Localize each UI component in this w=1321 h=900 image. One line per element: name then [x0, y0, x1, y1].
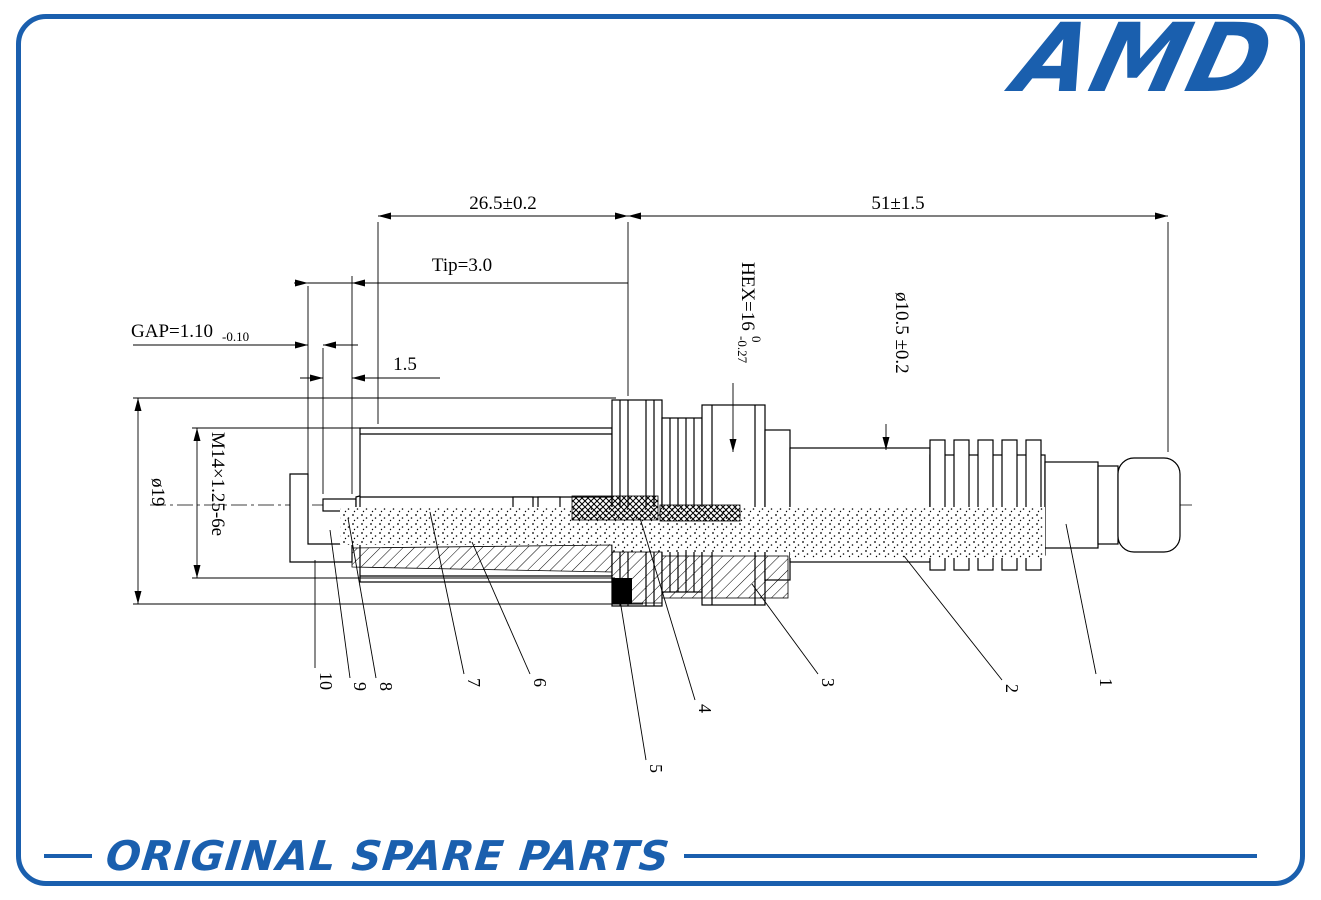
dim-thread-length-label: 26.5±0.2 [469, 193, 536, 214]
part-number-1: 1 [1096, 678, 1116, 687]
part-number-9: 9 [350, 682, 370, 691]
part-number-labels: 10 9 8 7 6 5 4 3 2 1 [316, 672, 1116, 773]
dim-hex-label: HEX=16 [737, 262, 758, 331]
dim-tip-label: Tip=3.0 [432, 255, 492, 276]
shell-section-hatch [351, 544, 613, 573]
part-number-5: 5 [646, 764, 666, 773]
dimension-labels: 26.5±0.2 51±1.5 Tip=3.0 GAP=1.10 -0.10 1… [131, 193, 925, 536]
terminal-neck [1044, 461, 1099, 549]
dim-overall-length-label: 51±1.5 [871, 193, 924, 214]
dim-gap-label: GAP=1.10 [131, 321, 213, 342]
leader-lines [314, 511, 1097, 761]
footer-slogan: ORIGINAL SPARE PARTS [103, 831, 673, 880]
dim-insulator-diameter-label: ø10.5 ±0.2 [891, 292, 912, 374]
dim-electrode-label: 1.5 [393, 354, 417, 375]
section-fills [340, 495, 1045, 604]
dim-shell-diameter-label: ø19 [147, 478, 168, 507]
footer: ORIGINAL SPARE PARTS [44, 830, 1257, 882]
part-number-3: 3 [818, 678, 838, 687]
part-number-2: 2 [1002, 684, 1022, 693]
dim-gap-tolerance-label: -0.10 [222, 329, 249, 344]
dim-thread-spec-label: M14×1.25-6e [207, 432, 228, 536]
terminal-cap [1117, 457, 1181, 553]
seat-section-hatch [661, 555, 789, 599]
footer-right-rule [683, 854, 1257, 858]
part-number-7: 7 [464, 678, 484, 687]
dim-hex-superscript: 0 [749, 336, 764, 343]
terminal-stud [1097, 465, 1119, 545]
dim-hex-tolerance-label: -0.27 [735, 336, 750, 364]
part-number-8: 8 [376, 682, 396, 691]
inner-gasket-seal [612, 578, 632, 604]
shell-step [764, 429, 791, 581]
ceramic-section-stipple [340, 507, 1045, 558]
dimension-lines [133, 212, 1169, 605]
packing-crosshatch [659, 504, 741, 522]
glass-seal-crosshatch [571, 495, 659, 521]
part-number-6: 6 [530, 678, 550, 687]
part-number-4: 4 [695, 704, 715, 713]
footer-left-rule [44, 854, 92, 858]
page-border [16, 14, 1305, 886]
part-number-10: 10 [316, 672, 336, 690]
